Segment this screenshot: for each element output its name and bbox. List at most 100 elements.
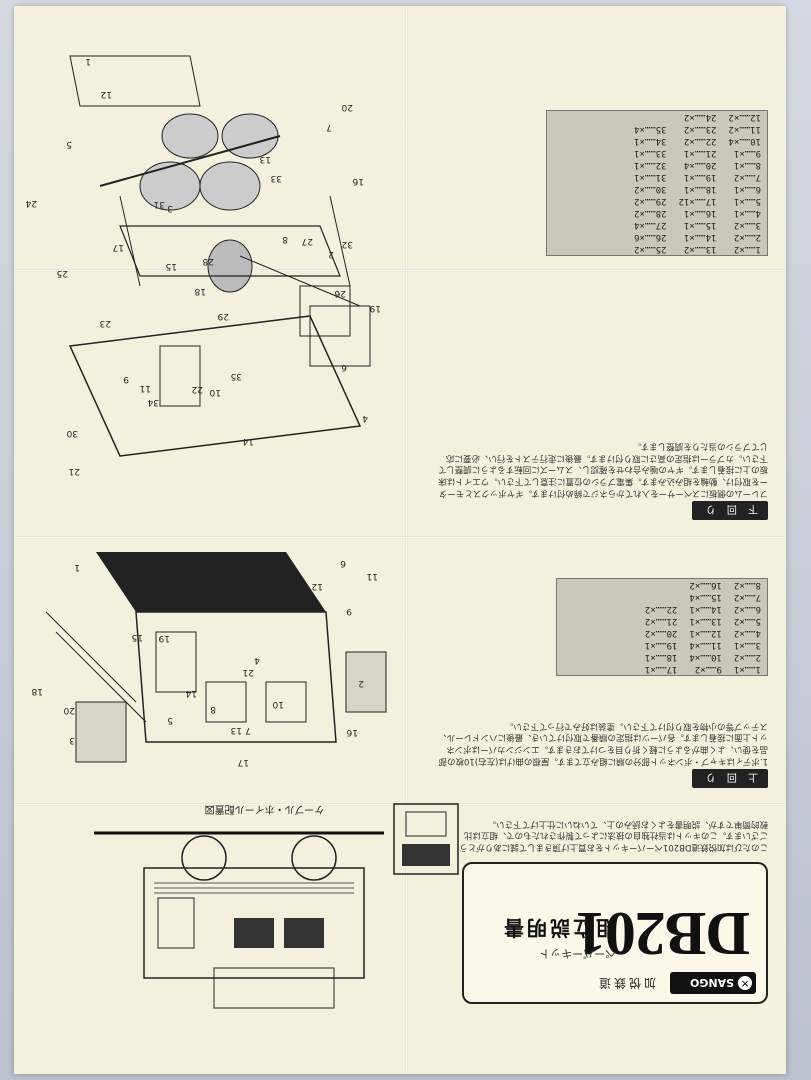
part-callout-13: 13 [230, 725, 242, 735]
chassis-part-cell: 3……×2 [733, 220, 761, 230]
chassis-part-row: 1……×2 13……×2 25……×2 [628, 243, 767, 255]
part-callout-6: 6 [341, 362, 347, 372]
body-part-row: 7……×2 15……×4 [639, 591, 767, 603]
body-part-cell: 15……×4 [689, 592, 722, 602]
vertical-fold [405, 6, 408, 1074]
part-callout-16: 16 [352, 176, 364, 186]
part-callout-19: 19 [369, 303, 381, 313]
part-callout-7: 7 [245, 725, 251, 735]
part-callout-30: 30 [66, 428, 78, 438]
locomotive-side-drawing: ケーブル・ホイール配置図 [94, 803, 384, 1009]
side-drawing-caption: ケーブル・ホイール配置図 [205, 803, 324, 816]
chassis-instructions: フレームの側板にスペーサーを入れてからネジで締め付けます。ギヤボックスとモーター… [438, 440, 768, 498]
part-callout-16: 16 [346, 727, 358, 737]
chassis-part-cell: 13……×2 [683, 244, 717, 254]
part-callout-18: 18 [194, 286, 206, 296]
part-callout-28: 28 [202, 256, 214, 266]
chassis-part-cell: 32……×1 [634, 160, 667, 170]
part-callout-12: 12 [311, 581, 323, 591]
body-part-cell: 6……×2 [733, 604, 761, 614]
chassis-part-cell: 19……×1 [683, 172, 717, 182]
part-callout-8: 8 [282, 234, 288, 244]
chassis-part-cell: 35……×4 [634, 124, 667, 134]
body-part-cell: 5……×2 [733, 616, 761, 626]
chassis-part-cell: 8……×1 [733, 160, 761, 170]
part-callout-11: 11 [366, 571, 378, 581]
body-part-cell: 21……×2 [644, 616, 678, 626]
chassis-part-cell: 1……×2 [733, 244, 761, 254]
chassis-part-cell: 34……×1 [634, 136, 667, 146]
part-callout-34: 34 [147, 397, 159, 407]
brand-name: SANGO [689, 976, 734, 990]
body-part-cell: 2……×2 [733, 652, 761, 662]
chassis-part-cell: 21……×1 [683, 148, 717, 158]
chassis-part-cell: 2……×2 [733, 232, 761, 242]
kit-type: ペーパーキット [539, 947, 616, 960]
chassis-part-cell: 6……×1 [733, 184, 761, 194]
part-callout-18: 18 [31, 686, 43, 696]
body-part-cell: 7……×2 [733, 592, 761, 602]
part-callout-14: 14 [185, 688, 197, 698]
part-callout-15: 15 [165, 261, 177, 271]
railway-name: 加悦鉄道 [595, 976, 656, 990]
body-part-row: 6……×2 14……×1 22……×2 [639, 603, 767, 615]
part-callout-8: 8 [210, 704, 216, 714]
chassis-part-cell: 4……×1 [733, 208, 761, 218]
horizontal-fold-2 [14, 536, 786, 539]
part-callout-20: 20 [63, 705, 75, 715]
chassis-part-row: 7……×2 19……×1 31……×1 [628, 171, 767, 183]
body-part-cell: 1……×1 [733, 664, 761, 674]
instruction-sheet: ✕ SANGO 加悦鉄道 DB201 ペーパーキット 組立説明書 このたびは加悦… [14, 6, 786, 1074]
part-callout-4: 4 [254, 655, 260, 665]
part-callout-25: 25 [56, 268, 68, 278]
part-callout-6: 6 [340, 558, 346, 568]
manual-heading: 組立説明書 [501, 916, 616, 940]
chassis-part-row: 6……×1 18……×1 30……×2 [628, 183, 767, 195]
part-callout-3: 3 [167, 203, 173, 213]
chassis-part-cell: 11……×2 [728, 124, 761, 134]
body-part-cell: 10……×4 [689, 652, 722, 662]
body-part-cell: 22……×2 [644, 604, 678, 614]
chassis-part-cell: 10……×4 [728, 136, 761, 146]
chassis-part-cell: 31……×1 [634, 172, 667, 182]
chassis-part-cell: 30……×2 [634, 184, 667, 194]
chassis-part-row: 11……×2 23……×2 35……×4 [628, 123, 767, 135]
part-callout-12: 12 [100, 89, 112, 99]
chassis-part-cell: 5……×1 [733, 196, 761, 206]
chassis-exploded-view [68, 55, 371, 457]
body-part-cell: 18……×1 [644, 652, 678, 662]
part-callout-13: 13 [259, 154, 271, 164]
body-part-cell [639, 579, 684, 591]
part-callout-20: 20 [341, 102, 353, 112]
chassis-part-cell [628, 111, 673, 123]
body-part-cell: 8……×2 [733, 580, 761, 590]
chassis-part-cell: 22……×2 [683, 136, 717, 146]
chassis-part-cell: 7……×2 [733, 172, 761, 182]
body-part-row: 5……×2 13……×1 21……×2 [639, 615, 767, 627]
intro-paragraph: このたびは加悦鉄道DB201ペーパーキットをお買上げ頂きまして誠にありがとうござ… [459, 819, 768, 852]
chassis-part-cell: 27……×4 [634, 220, 667, 230]
body-section-badge: 上 回 り [691, 769, 768, 788]
body-part-cell: 3……×1 [733, 640, 761, 650]
part-callout-27: 27 [301, 236, 313, 246]
chassis-part-cell: 25……×2 [634, 244, 667, 254]
chassis-part-cell: 28……×2 [634, 208, 667, 218]
chassis-part-cell: 9……×1 [733, 148, 761, 158]
body-part-cell: 13……×1 [689, 616, 722, 626]
chassis-part-cell: 18……×1 [683, 184, 717, 194]
part-callout-11: 11 [139, 383, 151, 393]
part-callout-7: 7 [326, 122, 332, 132]
part-callout-24: 24 [25, 198, 37, 208]
chassis-part-cell: 23……×2 [683, 124, 717, 134]
locomotive-end-drawing [393, 803, 459, 875]
part-callout-22: 22 [191, 384, 203, 394]
chassis-part-cell: 16……×1 [683, 208, 717, 218]
body-part-cell: 14……×1 [689, 604, 722, 614]
part-callout-17: 17 [112, 242, 124, 252]
